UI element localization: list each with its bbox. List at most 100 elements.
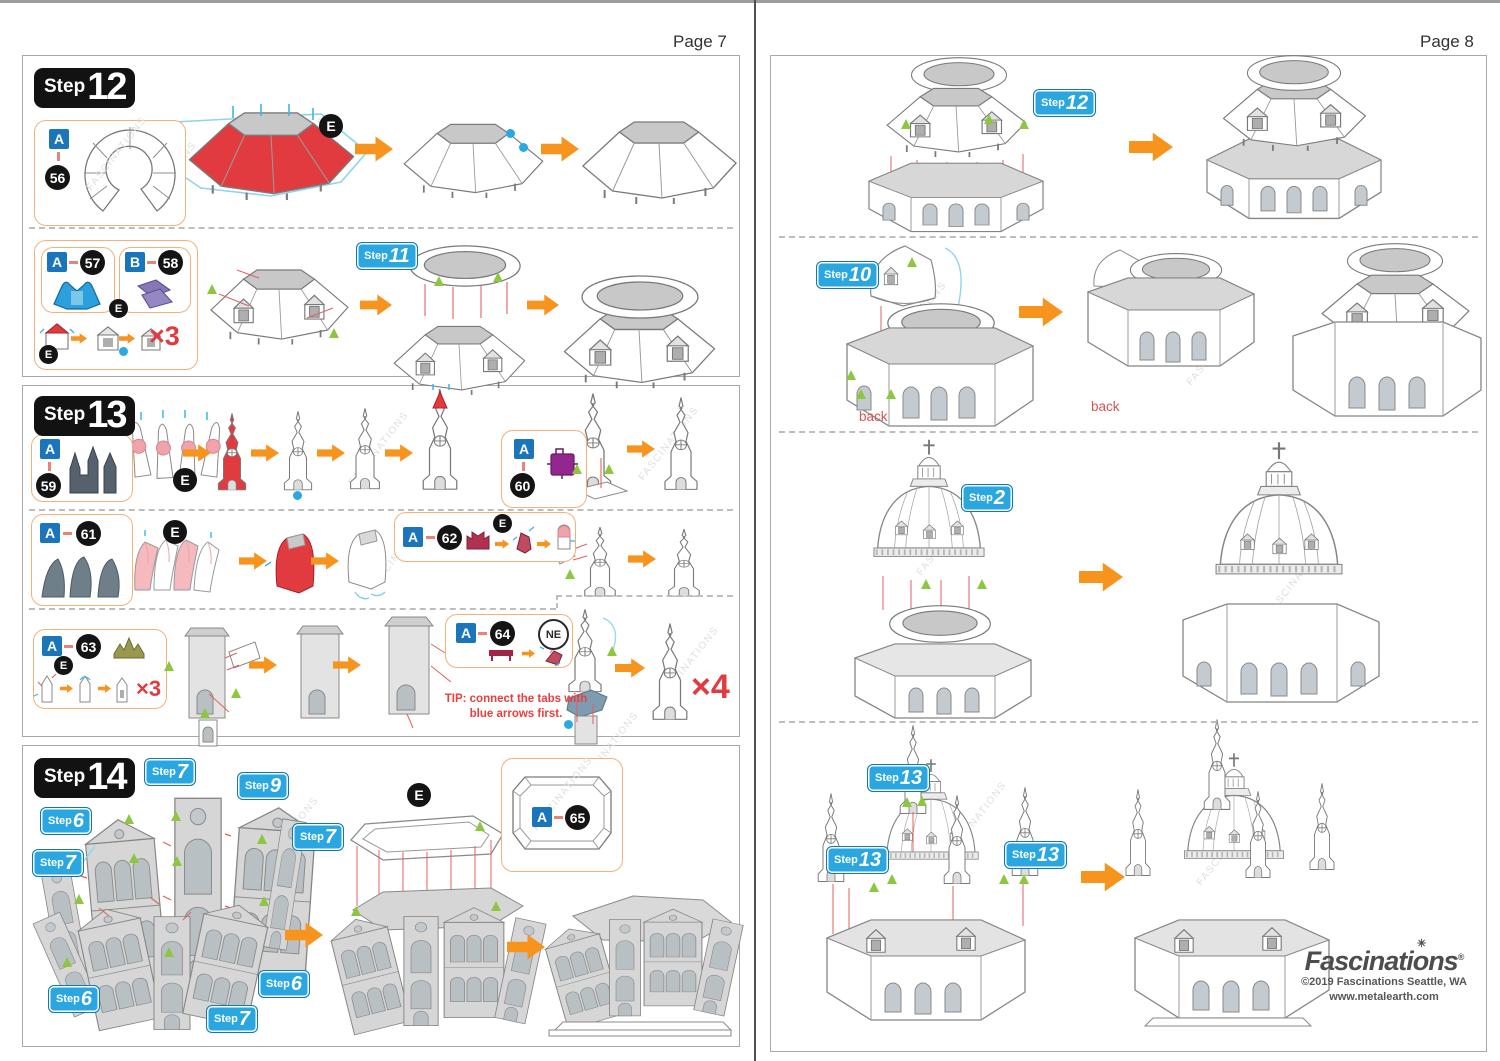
flow-arrow	[495, 539, 509, 549]
part-a61-drawing	[41, 556, 120, 598]
tab-marker-triangle	[984, 114, 994, 124]
part-link-dash	[63, 532, 72, 535]
step-ref-prefix: Step	[300, 830, 324, 843]
step-ref-number: 7	[176, 760, 188, 783]
tab-marker-triangle	[886, 389, 896, 399]
tab-marker-dot	[506, 129, 515, 138]
part-fold-result	[539, 642, 563, 667]
step-14-panel: FASCINATIONS FASCINATIONS	[22, 710, 744, 1047]
brand-name: Fascinations	[1304, 946, 1459, 976]
part-link-dash	[478, 632, 487, 635]
part-callout-a64: A 64 NE	[445, 614, 573, 668]
website-text: www.metalearth.com	[1329, 990, 1439, 1003]
tab-marker-triangle	[129, 853, 139, 863]
tab-marker-triangle	[907, 257, 917, 267]
part-link-dash	[426, 536, 435, 539]
tab-marker-triangle	[351, 906, 361, 916]
tab-marker-triangle	[207, 284, 217, 294]
step-header-number: 13	[87, 394, 127, 436]
tab-marker-dot	[564, 720, 573, 729]
sheet-e-badge: E	[54, 656, 73, 675]
tab-marker-triangle	[172, 856, 182, 866]
repeat-multiplier: ×4	[691, 668, 730, 706]
part-letter-tag: A	[42, 636, 62, 656]
step-12-header: Step 12	[34, 66, 136, 108]
step-ref-prefix: Step	[266, 977, 290, 990]
step-header-prefix: Step	[44, 766, 86, 787]
tab-marker-triangle	[917, 796, 927, 806]
step-ref-prefix: Step	[40, 856, 64, 869]
repeat-multiplier: ×3	[149, 321, 180, 351]
part-a64-drawing	[489, 650, 513, 661]
tab-marker-triangle	[1019, 874, 1029, 884]
step-ref-number: 9	[269, 774, 281, 797]
tab-marker-triangle	[1019, 119, 1029, 129]
step-ref-number: 6	[80, 987, 92, 1010]
tab-marker-triangle	[869, 882, 879, 892]
part-letter-tag: A	[456, 623, 476, 643]
part-letter-tag: A	[403, 527, 423, 547]
part-callout-57-58: A 57 B 58	[34, 240, 198, 370]
step-ref-prefix: Step	[56, 992, 80, 1005]
part-link-dash	[57, 152, 60, 161]
step-header-number: 12	[87, 66, 127, 108]
part-link-dash	[554, 816, 563, 819]
step-ref-number: 13	[1036, 843, 1060, 866]
sheet-e-badge: E	[109, 299, 128, 318]
part-fold-stage	[512, 526, 535, 554]
tab-marker-triangle	[164, 947, 174, 957]
page-7-label: Page 7	[673, 32, 727, 51]
step-ref-prefix: Step	[152, 765, 176, 778]
sub-step-divider	[29, 608, 556, 610]
step-ref-number: 13	[858, 848, 882, 871]
part-number-badge: 56	[45, 165, 70, 190]
part-link-dash	[64, 645, 73, 648]
part-number-badge: 60	[510, 473, 535, 498]
tab-marker-triangle	[921, 579, 931, 589]
page-8-label: Page 8	[1420, 32, 1474, 51]
part-b58-drawing	[136, 279, 174, 309]
step-ref-prefix: Step	[245, 779, 269, 792]
part-letter-tag: A	[47, 252, 67, 272]
step-ref-prefix: Step	[824, 268, 848, 281]
tab-marker-triangle	[887, 874, 897, 884]
part-link-dash	[48, 462, 51, 471]
step-ref-prefix: Step	[1041, 96, 1065, 109]
part-a56-drawing: FASCINATIONS	[84, 115, 176, 212]
flow-arrow	[522, 649, 535, 658]
step-12-panel: FASCINATIONS FASCINATIONS Step	[22, 55, 740, 377]
part-number-badge: 62	[437, 525, 462, 550]
part-callout-a57: A 57	[41, 247, 115, 313]
page-divider	[754, 0, 756, 1061]
tab-marker-dot	[519, 143, 528, 152]
part-callout-a65: FASCINATIONS A 65	[501, 755, 623, 872]
tab-marker-triangle	[329, 328, 339, 338]
ne-tab-badge: NE	[538, 619, 569, 650]
tab-marker-triangle	[124, 814, 134, 824]
part-link-dash	[522, 462, 525, 471]
part-callout-b58: B 58	[119, 247, 191, 313]
tip-line-2: blue arrows first.	[469, 707, 563, 720]
tab-marker-triangle	[62, 957, 72, 967]
step-13-header: Step 13	[34, 394, 136, 436]
tab-marker-triangle	[607, 646, 617, 656]
mini-spire-sequence	[33, 673, 128, 703]
step-header-prefix: Step	[44, 404, 86, 425]
tab-marker-triangle	[565, 569, 575, 579]
part-a59-drawing	[69, 445, 117, 494]
step-ref-prefix: Step	[969, 491, 993, 504]
step-ref-11: Step 11	[356, 242, 418, 270]
step-ref-prefix: Step	[834, 853, 858, 866]
step-ref-number: 7	[324, 825, 336, 848]
sub-step-divider	[29, 509, 733, 511]
